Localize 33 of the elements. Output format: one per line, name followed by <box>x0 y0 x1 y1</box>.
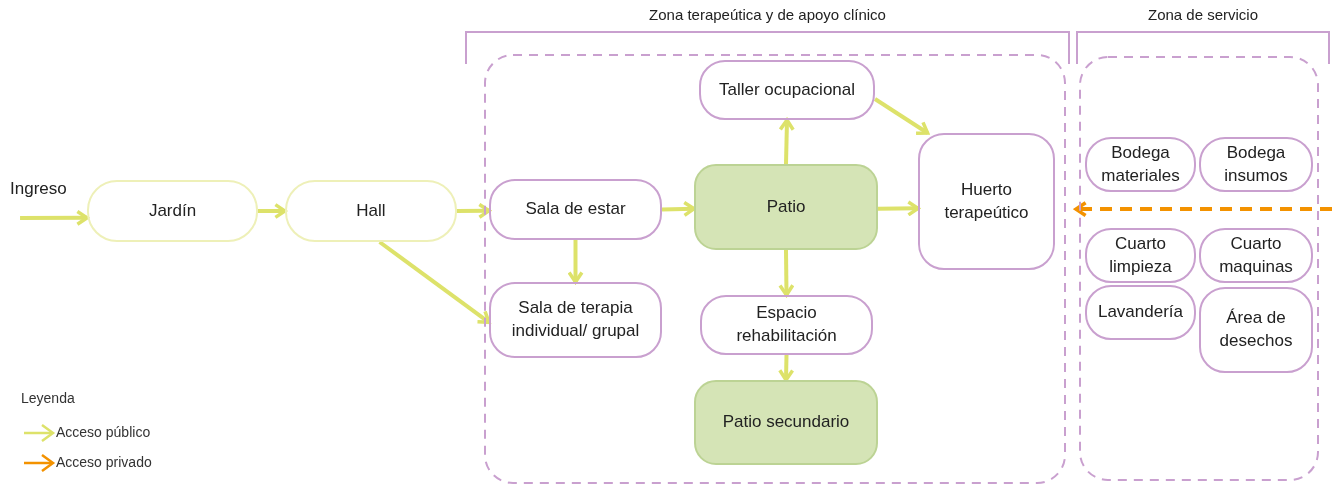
legend-title: Leyenda <box>21 390 75 406</box>
arrow <box>778 354 795 382</box>
arrow <box>873 97 930 135</box>
arrow <box>778 118 795 165</box>
room-box: Bodega materiales <box>1085 137 1196 192</box>
arrow <box>661 200 696 218</box>
patio-box: Patio secundario <box>694 380 878 465</box>
legend-label: Acceso público <box>56 424 151 440</box>
zone-heading: Zona terapeútica y de apoyo clínico <box>648 5 887 25</box>
room-box: Taller ocupacional <box>699 60 875 120</box>
room-box: Bodega insumos <box>1199 137 1313 192</box>
room-box: Lavandería <box>1085 285 1196 340</box>
area-box: Hall <box>285 180 457 242</box>
room-box: Sala de terapia individual/ grupal <box>489 282 662 358</box>
arrow <box>567 240 584 284</box>
room-box: Espacio rehabilitación <box>700 295 873 355</box>
entrance-label: Ingreso <box>6 178 80 218</box>
arrow <box>1074 200 1332 218</box>
room-box: Área de desechos <box>1199 287 1313 373</box>
room-box: Cuarto limpieza <box>1085 228 1196 283</box>
zone-heading: Zona de servicio <box>1146 5 1260 25</box>
patio-box: Patio <box>694 164 878 250</box>
arrow <box>378 240 491 325</box>
arrow <box>258 202 287 220</box>
room-box: Huerto terapeútico <box>918 133 1055 270</box>
arrow <box>20 209 89 226</box>
arrow <box>778 249 795 297</box>
area-box: Jardín <box>87 180 258 242</box>
arrow <box>456 202 491 219</box>
legend-label: Acceso privado <box>56 454 152 470</box>
room-box: Sala de estar <box>489 179 662 240</box>
arrow <box>877 200 920 217</box>
room-box: Cuarto maquinas <box>1199 228 1313 283</box>
